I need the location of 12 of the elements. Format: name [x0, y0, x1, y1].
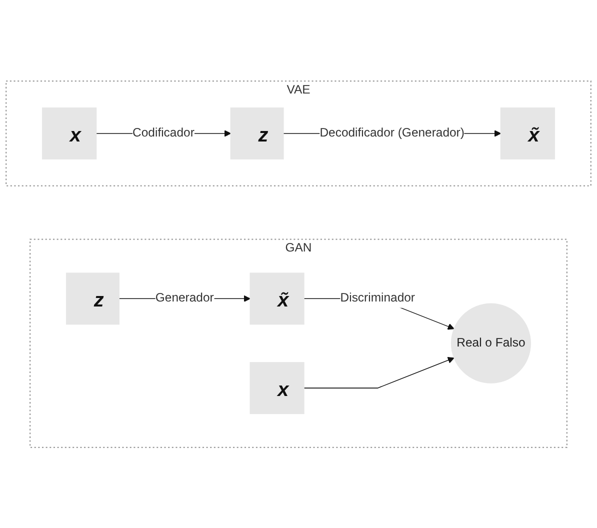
node-box: x	[250, 362, 304, 414]
arrow	[304, 356, 454, 388]
node-box: x̃	[250, 272, 304, 324]
edge-label: Codificador	[132, 126, 194, 140]
edge-label: Generador	[155, 292, 214, 304]
node-box: z	[66, 272, 120, 324]
node-box: x	[42, 107, 97, 160]
node-box: x̃	[500, 107, 555, 160]
edge-label: Decodificador (Generador)	[320, 126, 464, 140]
node-circle: Real o Falso	[450, 303, 532, 384]
node-box: z	[230, 107, 284, 160]
edge-label: Discriminador	[340, 292, 415, 304]
